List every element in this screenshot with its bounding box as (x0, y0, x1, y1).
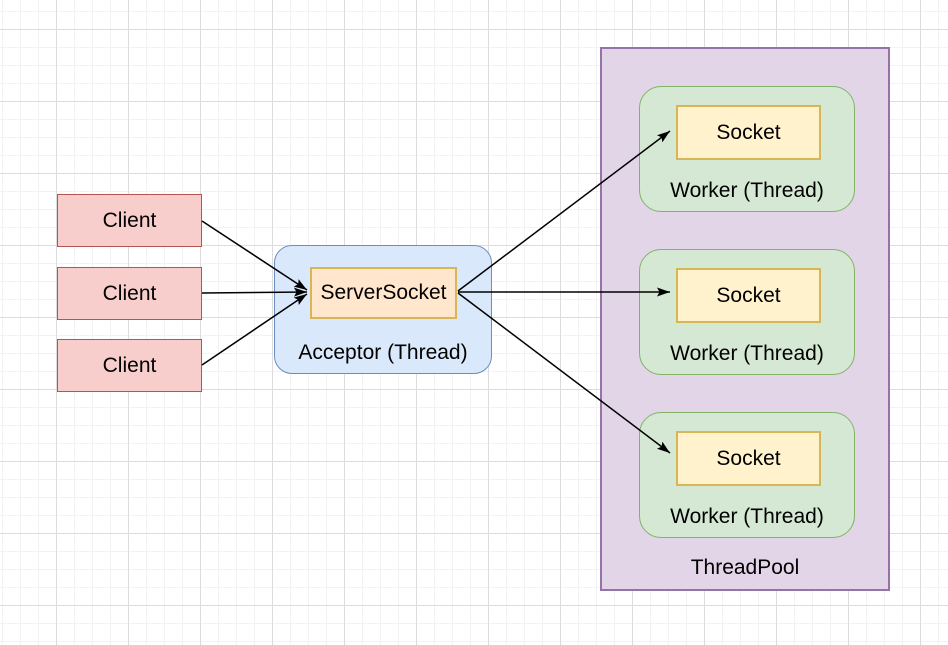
socket-label: Socket (716, 446, 781, 470)
worker-label: Worker (Thread) (670, 179, 824, 202)
client-label: Client (102, 281, 157, 305)
worker-thread-container-3[interactable]: Socket Worker (Thread) (639, 412, 855, 538)
socket-label: Socket (716, 120, 781, 144)
socket-node-3[interactable]: Socket (676, 431, 821, 486)
socket-node-1[interactable]: Socket (676, 105, 821, 160)
worker-thread-container-2[interactable]: Socket Worker (Thread) (639, 249, 855, 375)
socket-label: Socket (716, 283, 781, 307)
worker-label: Worker (Thread) (670, 505, 824, 528)
serversocket-node[interactable]: ServerSocket (310, 267, 457, 319)
client-node-2[interactable]: Client (57, 267, 202, 320)
acceptor-thread-container[interactable]: ServerSocket Acceptor (Thread) (274, 245, 492, 374)
worker-thread-container-1[interactable]: Socket Worker (Thread) (639, 86, 855, 212)
worker-label: Worker (Thread) (670, 342, 824, 365)
threadpool-label: ThreadPool (690, 556, 800, 579)
acceptor-label: Acceptor (Thread) (298, 341, 468, 364)
serversocket-label: ServerSocket (320, 281, 447, 304)
client-label: Client (102, 353, 157, 377)
socket-node-2[interactable]: Socket (676, 268, 821, 323)
client-label: Client (102, 208, 157, 232)
client-node-1[interactable]: Client (57, 194, 202, 247)
client-node-3[interactable]: Client (57, 339, 202, 392)
threadpool-container[interactable]: Socket Worker (Thread) Socket Worker (Th… (600, 47, 890, 591)
